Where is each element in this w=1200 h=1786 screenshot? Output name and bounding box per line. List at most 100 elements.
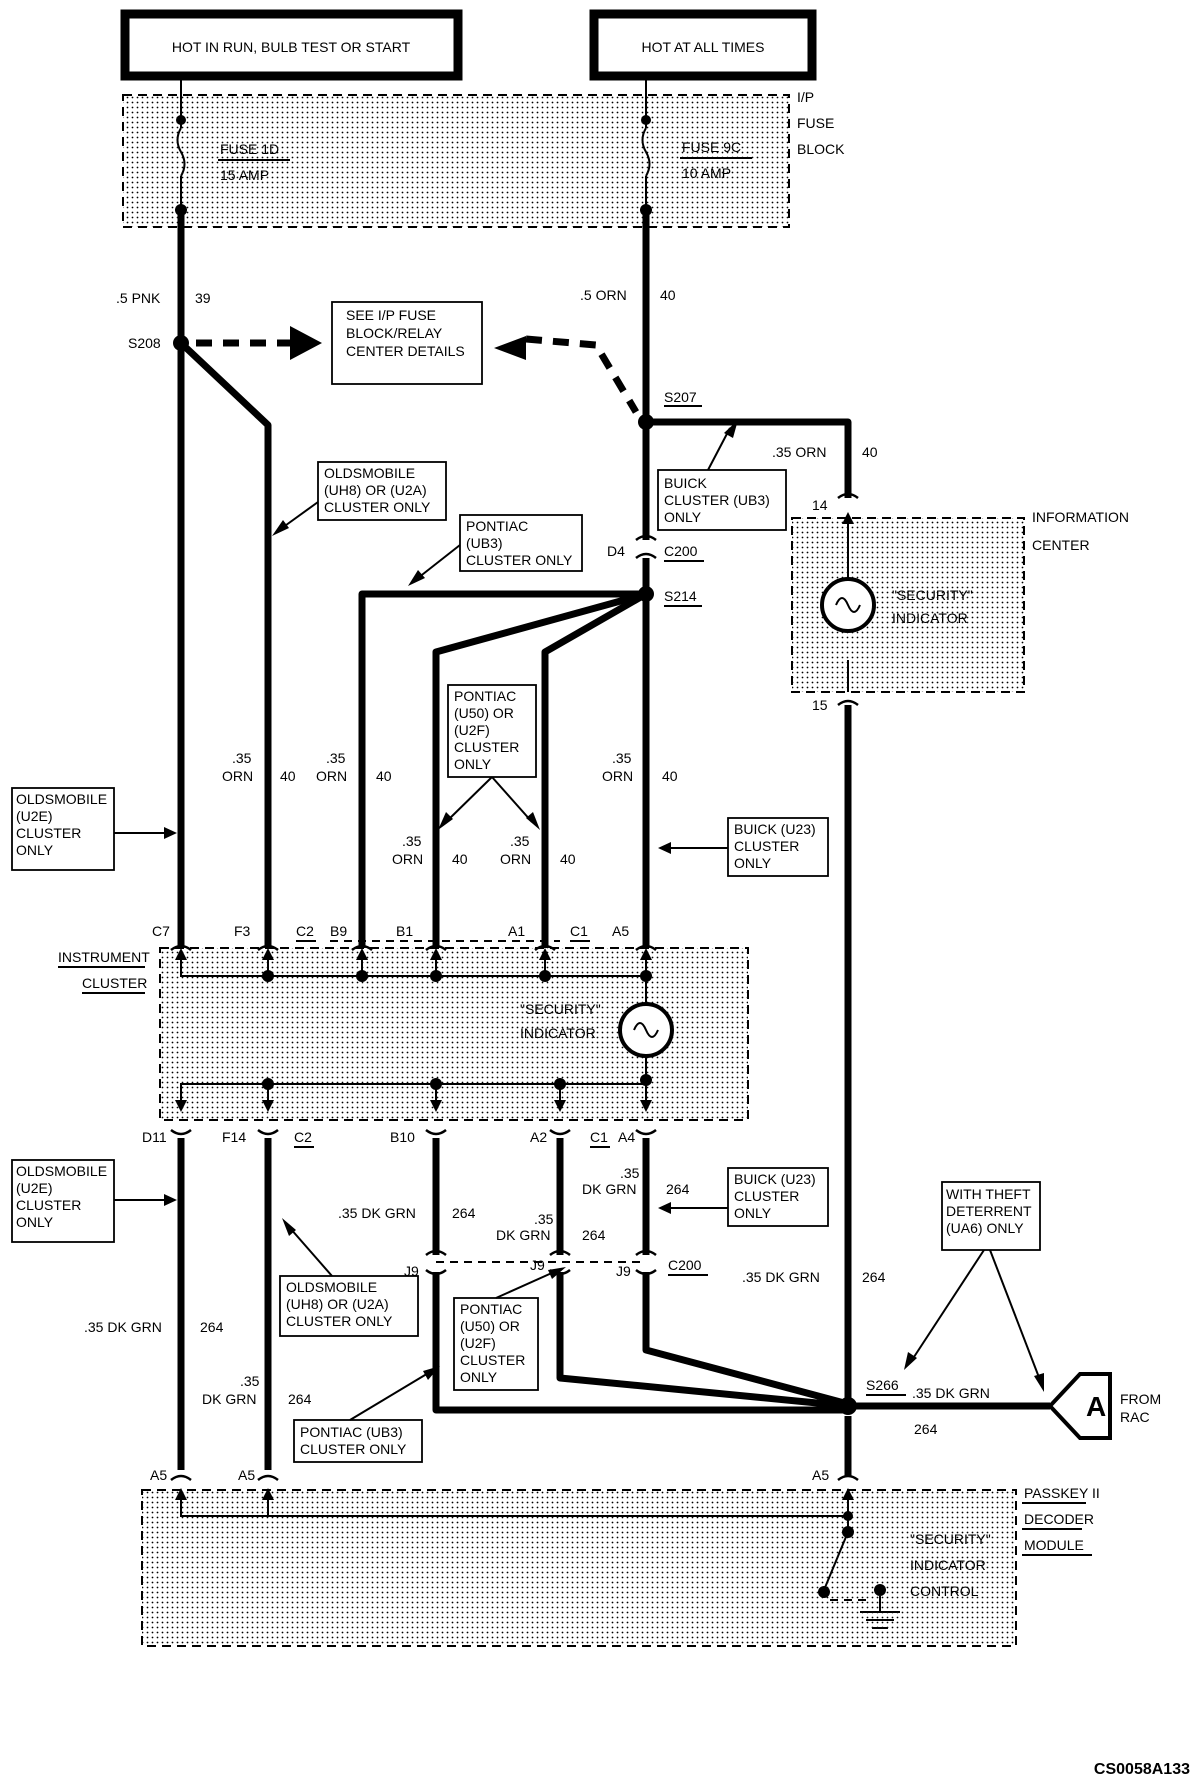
info-security-l2: INDICATOR [892,610,968,626]
wl-1b: ORN [222,768,253,784]
note-theft-deterrent [941,1181,1041,1251]
conn-a5-top: A5 [612,923,629,939]
note-pontiac-u50-bottom-l3: (U2F) [460,1335,496,1351]
splice-s214-label: S214 [664,588,697,604]
note-olds-u2e-top-l3: CLUSTER [16,825,81,841]
note-olds-u2e-bottom-l3: CLUSTER [16,1197,81,1213]
note-olds-u2e-top-l2: (U2E) [16,808,53,824]
conn-a5-passkey-3: A5 [812,1467,829,1483]
wl-2c: 40 [376,768,392,784]
note-olds-u2e-bottom [11,1159,115,1243]
power-always-box [589,9,817,81]
wl-a4c: 264 [666,1181,690,1197]
passkey-l3: MODULE [1024,1537,1084,1553]
conn-b1: B1 [396,923,413,939]
passkey-l1: PASSKEY II [1024,1485,1100,1501]
see-fuse-block-box [331,301,483,385]
wl-a4b: DK GRN [582,1181,636,1197]
info-center-l2: CENTER [1032,537,1090,553]
note-theft-l1: WITH THEFT [946,1186,1031,1202]
conn-c1-bottom: C1 [590,1129,608,1145]
conn-c7: C7 [152,923,170,939]
note-olds-u2e-top [11,787,115,871]
cluster-bottom-connectors [170,1128,657,1136]
wl-1c: 40 [280,768,296,784]
wl-d11-a: .35 DK GRN [84,1319,162,1335]
wl-4a: .35 [510,833,530,849]
conn-d11: D11 [142,1129,167,1145]
note-pontiac-ub3-bottom-l1: PONTIAC (UB3) [300,1424,403,1440]
wl-rac-a: .35 DK GRN [912,1385,990,1401]
note-pontiac-ub3-l2: (UB3) [466,535,503,551]
conn-15: 15 [812,697,828,713]
fuse-9c-rating: 10 AMP [682,165,731,181]
conn-c200-bottom: C200 [668,1257,702,1273]
note-buick-u23-top-l3: ONLY [734,855,772,871]
note-pontiac-u50-l1: PONTIAC [454,688,516,704]
fuse-block-label-3: BLOCK [797,141,845,157]
note-olds-uh8-bottom-l3: CLUSTER ONLY [286,1313,393,1329]
from-rac-letter: A [1086,1391,1106,1422]
conn-14: 14 [812,497,828,513]
note-buick-ub3-l1: BUICK [664,475,707,491]
note-buick-u23-top-l2: CLUSTER [734,838,799,854]
conn-c2-top: C2 [296,923,314,939]
note-pontiac-u50-bottom-l1: PONTIAC [460,1301,522,1317]
conn-c1-top: C1 [570,923,588,939]
instrument-cluster-l2: CLUSTER [82,975,147,991]
wl-rac-b: 264 [914,1421,938,1437]
wl-f14-c: 264 [288,1391,312,1407]
note-olds-uh8 [317,461,447,521]
passkey-security-l1: "SECURITY" [910,1531,991,1547]
note-pontiac-u50-bottom-l4: CLUSTER [460,1352,525,1368]
wire-264-buick-u23 [642,1272,849,1408]
wire-40-buick-ub3 [646,418,852,498]
see-box-l1: SEE I/P FUSE [346,307,436,323]
wl-b10-num: 264 [452,1205,476,1221]
instrument-cluster-l1: INSTRUMENT [58,949,150,965]
note-olds-uh8-bottom [279,1275,419,1337]
note-olds-u2e-top-l1: OLDSMOBILE [16,791,107,807]
see-box-l3: CENTER DETAILS [346,343,465,359]
note-buick-ub3-l3: ONLY [664,509,702,525]
wl-5a: .35 [612,750,632,766]
wl-1a: .35 [232,750,252,766]
fuse-block-label-1: I/P [797,89,814,105]
fuse-block-label-2: FUSE [797,115,834,131]
passkey-decoder-module [141,1489,1017,1647]
note-buick-ub3 [657,469,787,531]
wire-264-pontiac-ub3 [432,1272,848,1414]
cluster-top-connectors [170,944,657,952]
note-pontiac-u50-l2: (U50) OR [454,705,514,721]
passkey-security-l2: INDICATOR [910,1557,986,1573]
note-buick-ub3-l2: CLUSTER (UB3) [664,492,770,508]
wire-orn35-num: 40 [862,444,878,460]
wire-pontiac-ub3-branch [358,590,646,950]
splice-s208-label: S208 [128,335,161,351]
from-rac-connector [1047,1372,1112,1440]
wire-orn5-label: .5 ORN [580,287,627,303]
conn-a4: A4 [618,1129,635,1145]
note-pontiac-ub3-l1: PONTIAC [466,518,528,534]
wl-4c: 40 [560,851,576,867]
note-pontiac-u50-bottom-l2: (U50) OR [460,1318,520,1334]
from-rac-l1: FROM [1120,1391,1161,1407]
note-pontiac-u50-l5: ONLY [454,756,492,772]
conn-c200-top: C200 [664,543,698,559]
fuse-9c-symbol [641,127,651,177]
conn-b10: B10 [390,1129,415,1145]
conn-j9-1: J9 [404,1263,419,1279]
conn-j9-3: J9 [616,1263,631,1279]
wire-pnk-num: 39 [195,290,211,306]
cluster-security-l1: "SECURITY" [520,1001,601,1017]
info-security-l1: "SECURITY" [892,587,973,603]
fuse-1d-rating: 15 AMP [220,167,269,183]
power-always-label: HOT AT ALL TIMES [642,39,765,55]
wl-4b: ORN [500,851,531,867]
note-pontiac-u50-bottom [453,1297,539,1391]
note-olds-uh8-l2: (UH8) OR (U2A) [324,482,427,498]
cluster-security-l2: INDICATOR [520,1025,596,1041]
ground-icon [860,1611,900,1629]
note-pontiac-ub3-bottom [293,1419,423,1463]
